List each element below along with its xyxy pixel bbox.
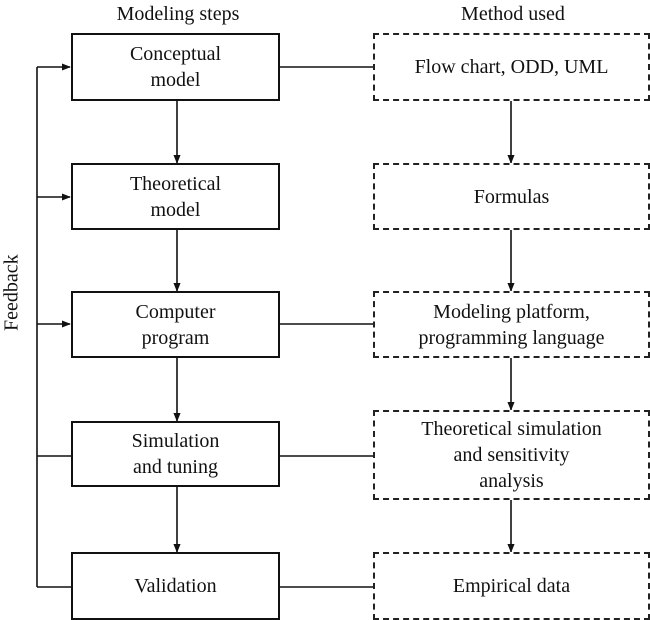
method-label-line: and sensitivity bbox=[453, 444, 570, 466]
step-label-line: model bbox=[150, 198, 201, 221]
step-label-line: model bbox=[150, 69, 201, 91]
step-label-line: Theoretical bbox=[129, 172, 222, 195]
step-conceptual-model: Conceptual model bbox=[71, 33, 280, 101]
method-label-line: Theoretical simulation bbox=[421, 418, 602, 440]
step-label-line: Validation bbox=[134, 575, 217, 597]
step-label-line: Simulation bbox=[131, 430, 220, 452]
step-computer-program: Computer program bbox=[71, 291, 280, 358]
step-theoretical-model: Theoretical model bbox=[71, 163, 280, 230]
step-simulation-and-tuning: Simulation and tuning bbox=[71, 421, 280, 487]
header-method-used: Method used bbox=[461, 3, 565, 25]
feedback-label: Feedback bbox=[0, 254, 23, 331]
step-label-line: Computer bbox=[135, 300, 216, 323]
method-label-line: analysis bbox=[479, 470, 544, 492]
step-label-line: Conceptual bbox=[129, 43, 222, 65]
step-label-line: program bbox=[141, 326, 210, 349]
method-empirical-data: Empirical data bbox=[373, 552, 650, 620]
method-label-line: Empirical data bbox=[452, 575, 571, 597]
method-theoretical-simulation: Theoretical simulation and sensitivity a… bbox=[373, 410, 650, 500]
method-label-line: Flow chart, ODD, UML bbox=[414, 56, 609, 78]
method-label-line: programming language bbox=[418, 326, 605, 349]
method-modeling-platform: Modeling platform, programming language bbox=[373, 291, 650, 358]
method-label-line: Formulas bbox=[473, 185, 550, 208]
method-flow-chart-odd-uml: Flow chart, ODD, UML bbox=[373, 33, 650, 101]
step-label-line: and tuning bbox=[132, 456, 218, 478]
method-formulas: Formulas bbox=[373, 163, 650, 230]
method-label-line: Modeling platform, bbox=[433, 300, 590, 323]
step-validation: Validation bbox=[71, 552, 280, 620]
header-modeling-steps: Modeling steps bbox=[116, 3, 240, 25]
